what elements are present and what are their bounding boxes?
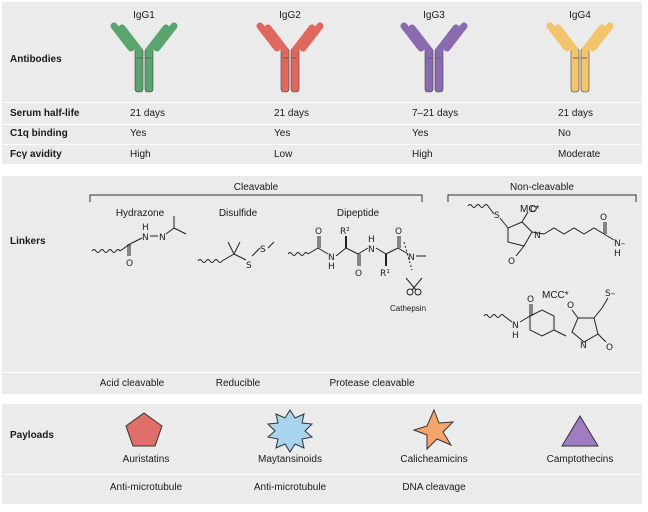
mcc-label: MCC*: [542, 290, 569, 301]
disulfide-label: Disulfide: [218, 208, 258, 219]
atom-O: O: [567, 301, 574, 311]
igg3-antibody-icon: [400, 22, 468, 93]
linker-footer: Protease cleavable: [329, 378, 415, 389]
row-label-fcg: Fcγ avidity: [10, 149, 62, 160]
atom-S: S: [494, 211, 500, 221]
starburst-icon: [266, 409, 314, 453]
atom-O: O: [606, 343, 613, 353]
atom-N: N: [512, 321, 519, 331]
atom-N: N: [159, 233, 166, 243]
isotype-name: IgG4: [569, 10, 591, 21]
atom-N: N: [328, 253, 335, 263]
atom-O: O: [126, 259, 133, 269]
payload-shapes: [125, 408, 599, 453]
c1q-value: Yes: [274, 128, 291, 139]
atom-H: H: [614, 249, 621, 259]
antibodies-header: Antibodies: [10, 54, 62, 65]
triangle-icon: [561, 415, 599, 447]
dipeptide-structure: [287, 236, 413, 271]
linker-structures: O N H N S S: [91, 204, 626, 353]
cathepsin-label: Cathepsin: [390, 304, 427, 313]
atom-N: N: [368, 245, 375, 255]
payloads-panel: Payloads Auristatins Maytansinoids Calic…: [2, 404, 642, 504]
mcc-structure: [483, 297, 609, 343]
pentagon-icon: [125, 412, 163, 447]
atom-O: O: [395, 227, 402, 237]
c1q-value: Yes: [130, 128, 147, 139]
c1q-value: No: [558, 128, 571, 139]
linkers-panel: Linkers Cleavable Non-cleavable Hydrazon…: [2, 176, 642, 394]
atom-R1: R¹: [380, 269, 390, 279]
atom-O: O: [600, 213, 607, 223]
half-life-value: 7–21 days: [412, 108, 459, 119]
atom-R2: R²: [340, 227, 350, 237]
linker-footer: Reducible: [215, 378, 261, 389]
noncleavable-label: Non-cleavable: [507, 182, 577, 193]
payload-name: Calicheamicins: [400, 454, 468, 465]
isotype-name: IgG3: [423, 10, 445, 21]
payload-name: Camptothecins: [546, 454, 614, 465]
mc-structure: [467, 204, 615, 257]
atom-O: O: [315, 227, 322, 237]
atom-O: O: [530, 205, 537, 215]
atom-H: H: [368, 235, 375, 245]
atom-H: H: [142, 223, 149, 233]
mc-label: MC*: [520, 204, 540, 215]
fcg-value: High: [412, 149, 433, 160]
cleavable-label: Cleavable: [230, 182, 282, 193]
antibodies-panel: Antibodies IgG1 IgG2 IgG3 IgG4 Serum hal…: [2, 2, 642, 164]
atom-N: N: [580, 341, 587, 351]
atom-O: O: [527, 295, 534, 305]
atom-Ndash: N–: [614, 239, 626, 249]
atom-S: S: [260, 245, 266, 255]
payloads-header: Payloads: [10, 430, 54, 441]
atom-O: O: [355, 269, 362, 279]
fcg-value: Low: [274, 149, 293, 160]
row-label-half-life: Serum half-life: [10, 108, 80, 119]
half-life-value: 21 days: [558, 108, 594, 119]
disulfide-structure: [197, 241, 275, 263]
atom-Sdash: S–: [605, 289, 616, 299]
linker-footer: Acid cleavable: [99, 378, 165, 389]
atom-N: N: [142, 233, 149, 243]
payload-name: Auristatins: [122, 454, 170, 465]
fcg-value: Moderate: [558, 149, 601, 160]
antibody-shapes: [110, 22, 614, 93]
atom-S: S: [246, 261, 252, 271]
igg1-antibody-icon: [110, 22, 178, 93]
half-life-value: 21 days: [130, 108, 166, 119]
scissors-icon: [405, 277, 423, 296]
hydrazone-label: Hydrazone: [115, 208, 165, 219]
linker-brackets: [89, 194, 637, 202]
atom-H: H: [328, 262, 335, 272]
linkers-header: Linkers: [10, 236, 46, 247]
star-icon: [412, 408, 455, 451]
atom-N: N: [408, 253, 415, 263]
hydrazone-structure: [91, 216, 187, 256]
dipeptide-label: Dipeptide: [336, 208, 380, 219]
fcg-value: High: [130, 149, 151, 160]
c1q-value: Yes: [412, 128, 429, 139]
payload-effect: DNA cleavage: [402, 482, 466, 493]
payload-effect: Anti-microtubule: [109, 482, 183, 493]
igg4-antibody-icon: [546, 22, 614, 93]
half-life-value: 21 days: [274, 108, 310, 119]
isotype-name: IgG2: [279, 10, 301, 21]
payload-effect: Anti-microtubule: [253, 482, 327, 493]
row-label-c1q: C1q binding: [10, 128, 68, 139]
atom-N: N: [534, 231, 541, 241]
atom-H: H: [512, 331, 519, 341]
atom-O: O: [508, 257, 515, 267]
isotype-name: IgG1: [133, 10, 155, 21]
payload-name: Maytansinoids: [258, 454, 322, 465]
igg2-antibody-icon: [256, 22, 324, 93]
